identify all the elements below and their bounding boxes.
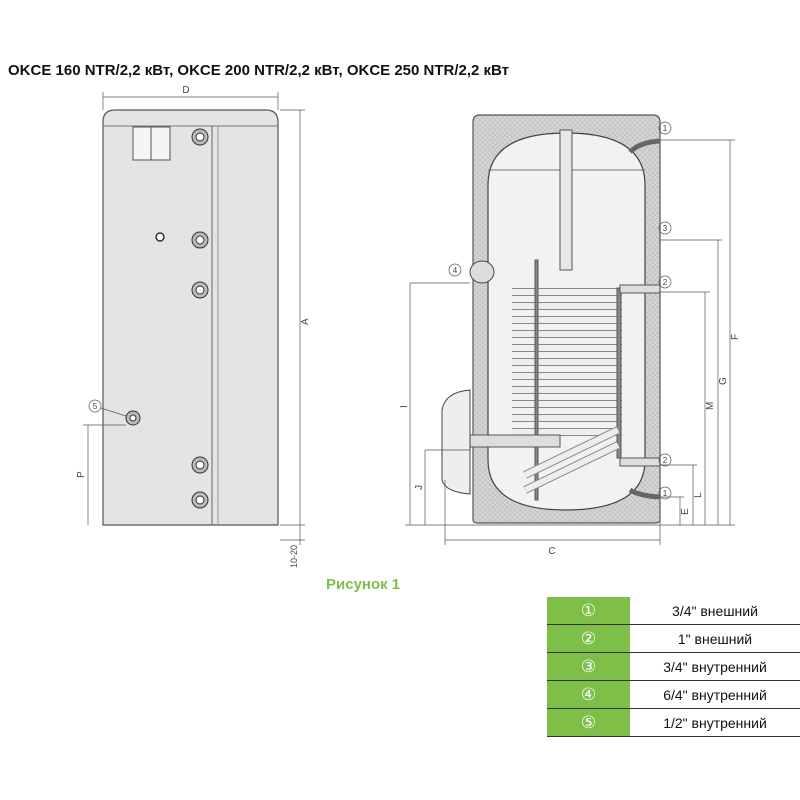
tank-body-front	[102, 109, 279, 526]
dim-P: P	[76, 471, 87, 478]
figure-caption: Рисунок 1	[326, 576, 401, 593]
section-view: 1 3 2 4 2 1 F G M L E I J C	[399, 114, 741, 557]
thermostat-cover	[441, 389, 471, 495]
heating-element	[469, 434, 561, 448]
connector-icons	[125, 128, 209, 509]
marker-3: 3	[663, 224, 668, 233]
marker-5: 5	[93, 402, 98, 411]
marker-2-bottom: 2	[663, 456, 668, 465]
anode-rod	[559, 129, 573, 271]
dim-L: L	[693, 492, 704, 498]
front-view: D A P 10-20 5	[76, 85, 311, 568]
marker-4: 4	[453, 266, 458, 275]
connection-number: ⑤	[547, 708, 630, 737]
connection-number: ③	[547, 652, 630, 681]
dim-I: I	[399, 405, 410, 408]
connection-size: 6/4" внутренний	[630, 680, 800, 709]
connection-number: ①	[547, 597, 630, 625]
connection-size: 3/4" внешний	[630, 597, 800, 625]
connection-size: 3/4" внутренний	[630, 652, 800, 681]
dim-feet: 10-20	[289, 545, 299, 568]
dim-M: M	[705, 402, 716, 410]
marker-1-top: 1	[663, 124, 668, 133]
dim-E: E	[680, 508, 691, 515]
marker-2-top: 2	[663, 278, 668, 287]
dim-C: C	[548, 546, 555, 557]
connection-number: ②	[547, 624, 630, 653]
connection-size: 1/2" внутренний	[630, 708, 800, 737]
marker-1-bottom: 1	[663, 489, 668, 498]
dim-D: D	[182, 85, 189, 96]
connection-number: ④	[547, 680, 630, 709]
page-title: OKCE 160 NTR/2,2 кВт, OKCE 200 NTR/2,2 к…	[8, 62, 510, 79]
dim-A: A	[300, 318, 311, 325]
dim-F: F	[730, 334, 741, 340]
dim-J: J	[414, 485, 425, 490]
dim-G: G	[718, 377, 729, 385]
heat-exchanger-coil	[512, 259, 622, 501]
connection-size: 1" внешний	[630, 624, 800, 653]
